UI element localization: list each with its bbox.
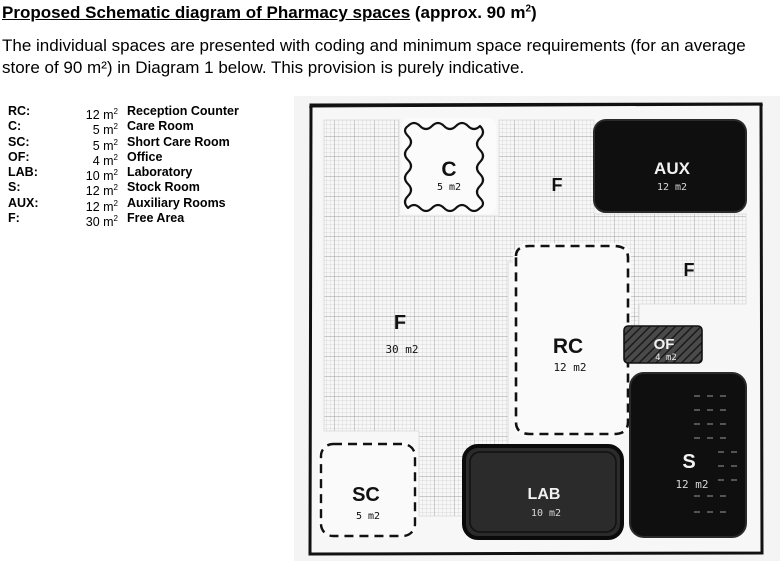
legend-code: F: bbox=[8, 211, 20, 226]
legend-code: RC: bbox=[8, 104, 31, 118]
s-size: 12 m2 bbox=[675, 478, 708, 491]
legend-area: 5 m2 bbox=[92, 122, 118, 138]
of-room bbox=[623, 325, 703, 364]
legend-area: 30 m2 bbox=[85, 214, 118, 230]
title-underlined: Proposed Schematic diagram of Pharmacy s… bbox=[2, 3, 411, 22]
lab-room-inner bbox=[469, 451, 617, 533]
aux-room bbox=[593, 119, 747, 213]
legend-area: 12 m2 bbox=[85, 107, 118, 123]
sc-room-bg bbox=[318, 442, 418, 538]
legend-code: LAB: bbox=[8, 165, 38, 180]
legend-code: SC: bbox=[8, 134, 30, 149]
legend-code: S: bbox=[8, 180, 21, 195]
c-size: 5 m2 bbox=[437, 182, 461, 193]
legend-name: Stock Room bbox=[127, 180, 200, 195]
title-close: ) bbox=[531, 3, 537, 22]
legend-name: Free Area bbox=[127, 211, 185, 226]
pharmacy-floor-plan: C 5 m2 F AUX 12 m2 F F 30 m2 RC 12 m2 OF… bbox=[294, 96, 780, 561]
legend-name: Laboratory bbox=[127, 165, 193, 180]
title-sup: 2 bbox=[525, 3, 531, 15]
legend-area: 12 m2 bbox=[85, 183, 118, 199]
lab-size: 10 m2 bbox=[531, 508, 561, 519]
rc-size: 12 m2 bbox=[553, 361, 586, 374]
legend-area: 5 m2 bbox=[92, 137, 118, 153]
intro-paragraph: The individual spaces are presented with… bbox=[2, 36, 746, 77]
c-label: C bbox=[441, 158, 456, 181]
floor-outer-wall bbox=[308, 102, 764, 556]
rc-room-border bbox=[514, 244, 630, 436]
c-room-bg bbox=[402, 118, 496, 214]
sc-room-border bbox=[319, 442, 417, 538]
s-room bbox=[629, 372, 747, 538]
legend-name: Auxiliary Rooms bbox=[127, 195, 226, 210]
f-main-label: F bbox=[394, 312, 406, 334]
aux-size: 12 m2 bbox=[657, 182, 687, 193]
f-right-label: F bbox=[684, 260, 695, 280]
f-top-label: F bbox=[552, 175, 563, 195]
legend-name: Reception Counter bbox=[127, 104, 239, 118]
c-room-border bbox=[403, 121, 485, 213]
of-label: OF bbox=[654, 336, 675, 353]
lab-room bbox=[462, 444, 624, 540]
floor-wall-sketch bbox=[308, 104, 764, 108]
page-title: Proposed Schematic diagram of Pharmacy s… bbox=[2, 3, 537, 23]
legend-area: 10 m2 bbox=[85, 168, 118, 184]
sc-size: 5 m2 bbox=[356, 511, 380, 522]
legend-code: AUX: bbox=[8, 195, 39, 210]
legend-name: Care Room bbox=[127, 119, 194, 134]
legend-code: C: bbox=[8, 119, 22, 134]
sc-label: SC bbox=[352, 484, 380, 506]
aux-label: AUX bbox=[654, 159, 691, 178]
title-rest: (approx. 90 m bbox=[410, 3, 526, 22]
legend-name: Short Care Room bbox=[127, 134, 230, 149]
legend-area: 4 m2 bbox=[92, 152, 118, 169]
legend-area: 12 m2 bbox=[85, 198, 118, 214]
lab-label: LAB bbox=[528, 486, 561, 503]
legend-name: Office bbox=[127, 149, 163, 164]
legend-code: OF: bbox=[8, 149, 30, 164]
f-main-size: 30 m2 bbox=[385, 343, 418, 356]
s-label: S bbox=[682, 451, 695, 473]
rc-label: RC bbox=[553, 335, 583, 358]
of-size: 4 m2 bbox=[655, 353, 677, 363]
s-room-shelving bbox=[694, 395, 737, 513]
